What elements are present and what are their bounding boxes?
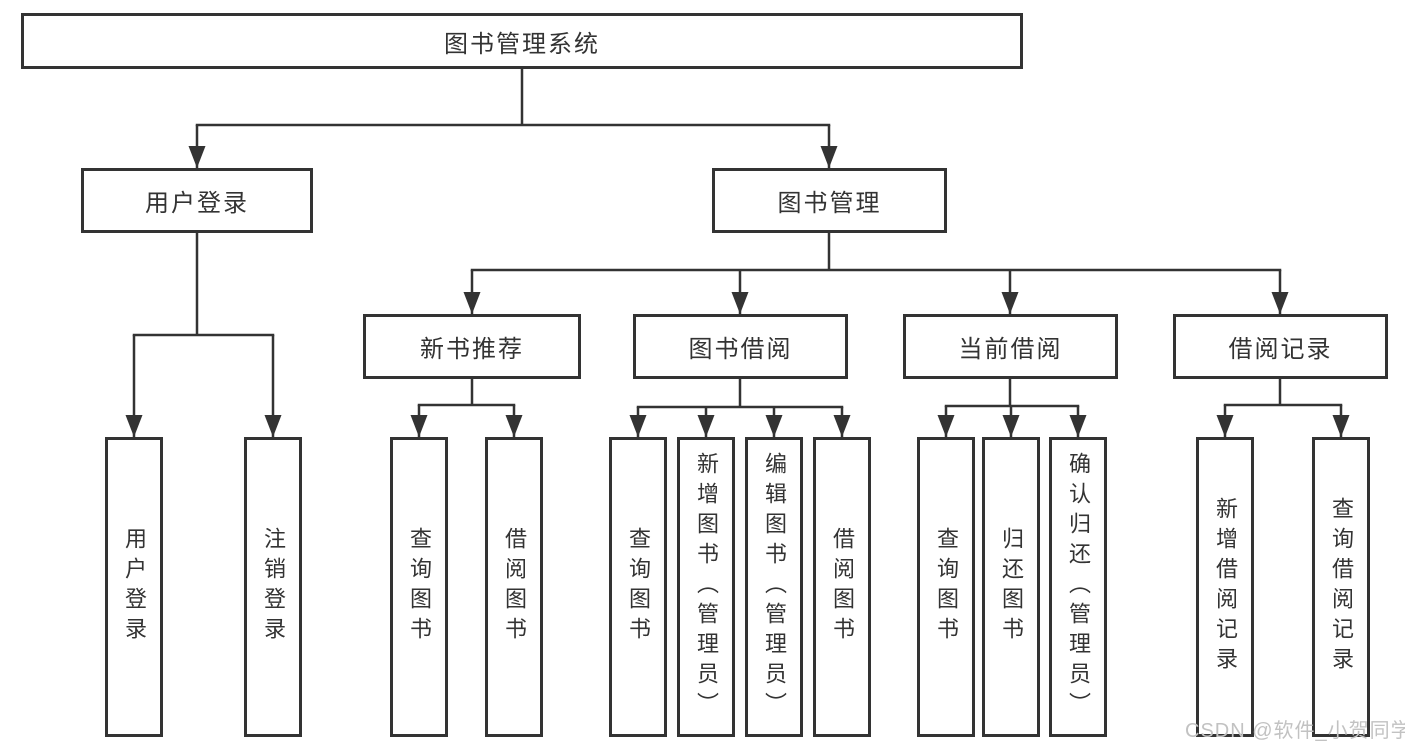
leaf-borrow-books-recommend-label: 借阅图书 — [502, 527, 527, 647]
leaf-query-books-borrow: 查询图书 — [609, 437, 667, 737]
node-current-borrow-label: 当前借阅 — [958, 336, 1063, 363]
leaf-query-books-recommend-label: 查询图书 — [407, 527, 432, 647]
node-new-book-recommend-label: 新书推荐 — [420, 336, 524, 363]
leaf-query-borrow-record: 查询借阅记录 — [1312, 437, 1370, 737]
watermark: CSDN @软件_小贺同学 — [1185, 720, 1405, 742]
leaf-add-book-admin: 新增图书（管理员） — [677, 437, 735, 737]
node-user-login-label: 用户登录 — [145, 190, 249, 217]
node-book-borrow: 图书借阅 — [633, 314, 848, 379]
node-user-login: 用户登录 — [81, 168, 313, 233]
leaf-query-books-current: 查询图书 — [917, 437, 975, 737]
connector-new-book-children — [410, 379, 523, 437]
leaf-user-login: 用户登录 — [105, 437, 163, 737]
connector-user-login-children — [125, 233, 282, 437]
node-root: 图书管理系统 — [21, 13, 1023, 69]
node-book-management-label: 图书管理 — [777, 190, 882, 217]
leaf-query-borrow-record-label: 查询借阅记录 — [1329, 497, 1354, 677]
leaf-query-books-borrow-label: 查询图书 — [626, 527, 651, 647]
leaf-edit-book-admin-label: 编辑图书（管理员） — [762, 452, 787, 722]
node-borrow-records-label: 借阅记录 — [1228, 336, 1333, 363]
connector-root-to-level1 — [188, 69, 838, 168]
connector-book-borrow-children — [629, 379, 851, 437]
leaf-user-login-label: 用户登录 — [122, 527, 147, 647]
connector-current-borrow-children — [937, 379, 1087, 437]
node-current-borrow: 当前借阅 — [903, 314, 1118, 379]
node-new-book-recommend: 新书推荐 — [363, 314, 581, 379]
leaf-return-book-label: 归还图书 — [999, 527, 1024, 647]
leaf-add-borrow-record: 新增借阅记录 — [1196, 437, 1254, 737]
node-root-label: 图书管理系统 — [444, 30, 600, 58]
leaf-borrow-books: 借阅图书 — [813, 437, 871, 737]
leaf-query-books-current-label: 查询图书 — [934, 527, 959, 647]
leaf-logout-label: 注销登录 — [261, 527, 286, 647]
leaf-add-borrow-record-label: 新增借阅记录 — [1213, 497, 1238, 677]
node-book-borrow-label: 图书借阅 — [688, 336, 793, 363]
leaf-return-book: 归还图书 — [982, 437, 1040, 737]
connector-borrow-records-children — [1216, 379, 1350, 437]
node-borrow-records: 借阅记录 — [1173, 314, 1388, 379]
leaf-logout: 注销登录 — [244, 437, 302, 737]
leaf-confirm-return-admin: 确认归还（管理员） — [1049, 437, 1107, 737]
leaf-add-book-admin-label: 新增图书（管理员） — [694, 452, 719, 722]
connector-book-management-children — [463, 233, 1289, 314]
node-book-management: 图书管理 — [712, 168, 947, 233]
leaf-borrow-books-label: 借阅图书 — [830, 527, 855, 647]
leaf-query-books-recommend: 查询图书 — [390, 437, 448, 737]
leaf-confirm-return-admin-label: 确认归还（管理员） — [1066, 452, 1091, 722]
leaf-borrow-books-recommend: 借阅图书 — [485, 437, 543, 737]
leaf-edit-book-admin: 编辑图书（管理员） — [745, 437, 803, 737]
